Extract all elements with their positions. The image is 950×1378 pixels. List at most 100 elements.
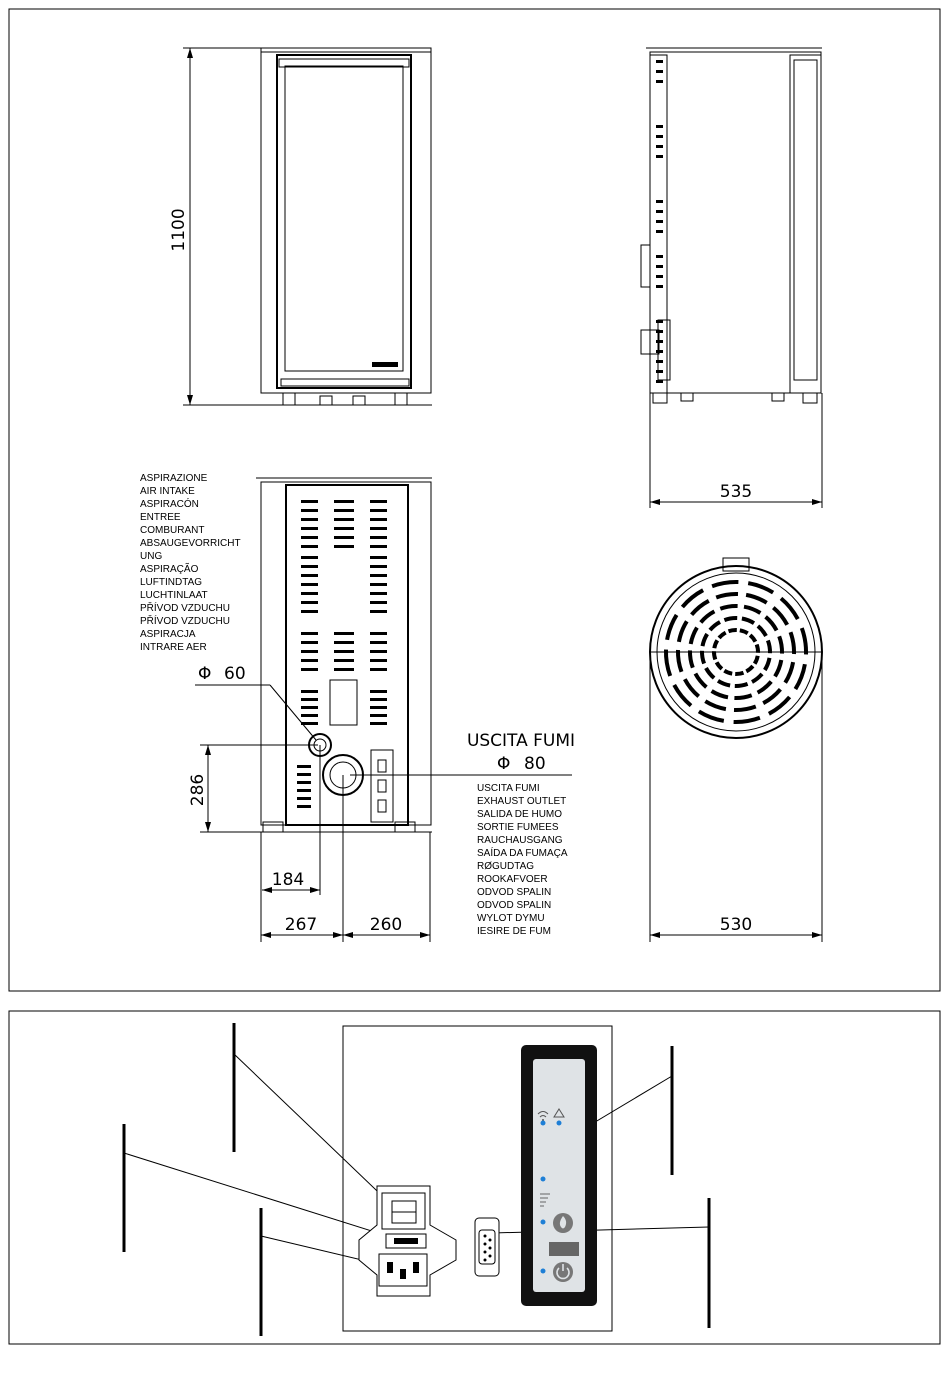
dim-diameter-intake: 60	[224, 664, 246, 684]
serial-pin	[483, 1234, 487, 1238]
vent-slot	[370, 610, 387, 613]
vent-slot	[656, 360, 663, 363]
vent-slot	[370, 659, 387, 662]
exhaust-title: USCITA FUMI	[467, 731, 575, 751]
grille-slot	[712, 639, 720, 649]
vent-slot	[656, 350, 663, 353]
grille-slot	[793, 663, 807, 691]
grille-slot	[665, 613, 679, 641]
air-intake-labels-item: INTRARE AER	[140, 642, 207, 653]
grille-slot	[704, 666, 716, 680]
grille-slot	[762, 687, 782, 705]
vent-slot	[370, 706, 387, 709]
vent-slot	[370, 518, 387, 521]
grille-slot	[704, 699, 727, 712]
exhaust-labels-item: IESIRE DE FUM	[477, 926, 551, 937]
grille-slot	[672, 683, 693, 708]
vent-slot	[301, 545, 318, 548]
exhaust-labels-item: SORTIE FUMEES	[477, 822, 559, 833]
vent-slot	[656, 60, 663, 63]
vent-slot	[301, 659, 318, 662]
exhaust-labels-item: ODVOD SPALIN	[477, 887, 551, 898]
vent-slot	[301, 706, 318, 709]
air-intake-labels-item: ASPIRACÓN	[140, 497, 199, 510]
vent-slot	[334, 659, 354, 662]
front-view	[183, 47, 432, 406]
warning-icon	[553, 1108, 565, 1118]
vent-slot	[301, 714, 318, 717]
exhaust-labels-item: RØGUDTAG	[477, 861, 534, 872]
top-view	[649, 557, 823, 942]
vent-slot	[301, 500, 318, 503]
grille-slot	[745, 592, 768, 605]
grille-slot	[767, 695, 792, 716]
vent-slot	[370, 556, 387, 559]
vent-slot	[656, 135, 663, 138]
air-intake-labels-item: COMBURANT	[140, 525, 204, 536]
vent-slot	[301, 592, 318, 595]
serial-pin	[488, 1254, 492, 1258]
vent-slot	[370, 592, 387, 595]
vent-slot	[301, 722, 318, 725]
vent-slot	[656, 220, 663, 223]
serial-pin	[488, 1238, 492, 1242]
serial-pin	[483, 1258, 487, 1262]
dim-diameter-intake-symbol: Φ	[198, 664, 211, 684]
vent-slot	[656, 80, 663, 83]
serial-port-icon	[474, 1217, 500, 1277]
vent-slot	[301, 698, 318, 701]
vent-slot	[297, 773, 311, 776]
grille-slot	[708, 620, 722, 632]
grille-slot	[765, 639, 773, 654]
vent-slot	[656, 285, 663, 288]
vent-slot	[301, 565, 318, 568]
exhaust-labels-item: WYLOT DYMU	[477, 913, 545, 924]
vent-slot	[656, 265, 663, 268]
vent-slot	[297, 765, 311, 768]
grille-slot	[693, 672, 708, 689]
dim-depth: 535	[720, 482, 752, 502]
grille-slot	[733, 715, 761, 725]
serial-pin	[488, 1246, 492, 1250]
serial-pin	[483, 1242, 487, 1246]
dim-intake-offset: 184	[272, 870, 304, 890]
side-view	[640, 47, 823, 508]
grille-slot	[750, 672, 764, 684]
grille-slot	[747, 581, 775, 595]
grille-slot	[756, 624, 768, 638]
vent-slot	[334, 536, 354, 539]
vent-slot	[297, 789, 311, 792]
air-intake-labels-item: LUCHTINLAAT	[140, 590, 208, 601]
grille-slot	[714, 661, 724, 671]
air-intake-labels-item: ASPIRACJA	[140, 629, 196, 640]
rear-panel-detail	[122, 1023, 711, 1336]
grille-slot	[734, 681, 749, 689]
vent-slot	[301, 518, 318, 521]
air-intake-labels-item: AIR INTAKE	[140, 486, 195, 497]
dim-width-right: 260	[370, 915, 402, 935]
vent-slot	[656, 275, 663, 278]
vent-slot	[301, 610, 318, 613]
vent-slot	[301, 690, 318, 693]
vent-slot	[656, 330, 663, 333]
vent-slot	[370, 583, 387, 586]
air-intake-labels-item: UNG	[140, 551, 162, 562]
grille-slot	[711, 579, 739, 589]
grille-slot	[771, 606, 789, 626]
vent-slot	[656, 380, 663, 383]
vent-slot	[656, 340, 663, 343]
vent-slot	[334, 668, 354, 671]
vent-slot	[370, 722, 387, 725]
vent-slot	[301, 641, 318, 644]
vent-slot	[297, 797, 311, 800]
grille-slot	[743, 604, 762, 615]
vent-slot	[334, 509, 354, 512]
grille-slot	[697, 709, 725, 723]
vent-slot	[370, 545, 387, 548]
power-switch-icon	[381, 1192, 426, 1230]
grille-slot	[711, 651, 718, 661]
vent-slot	[334, 518, 354, 521]
grille-slot	[687, 650, 695, 669]
